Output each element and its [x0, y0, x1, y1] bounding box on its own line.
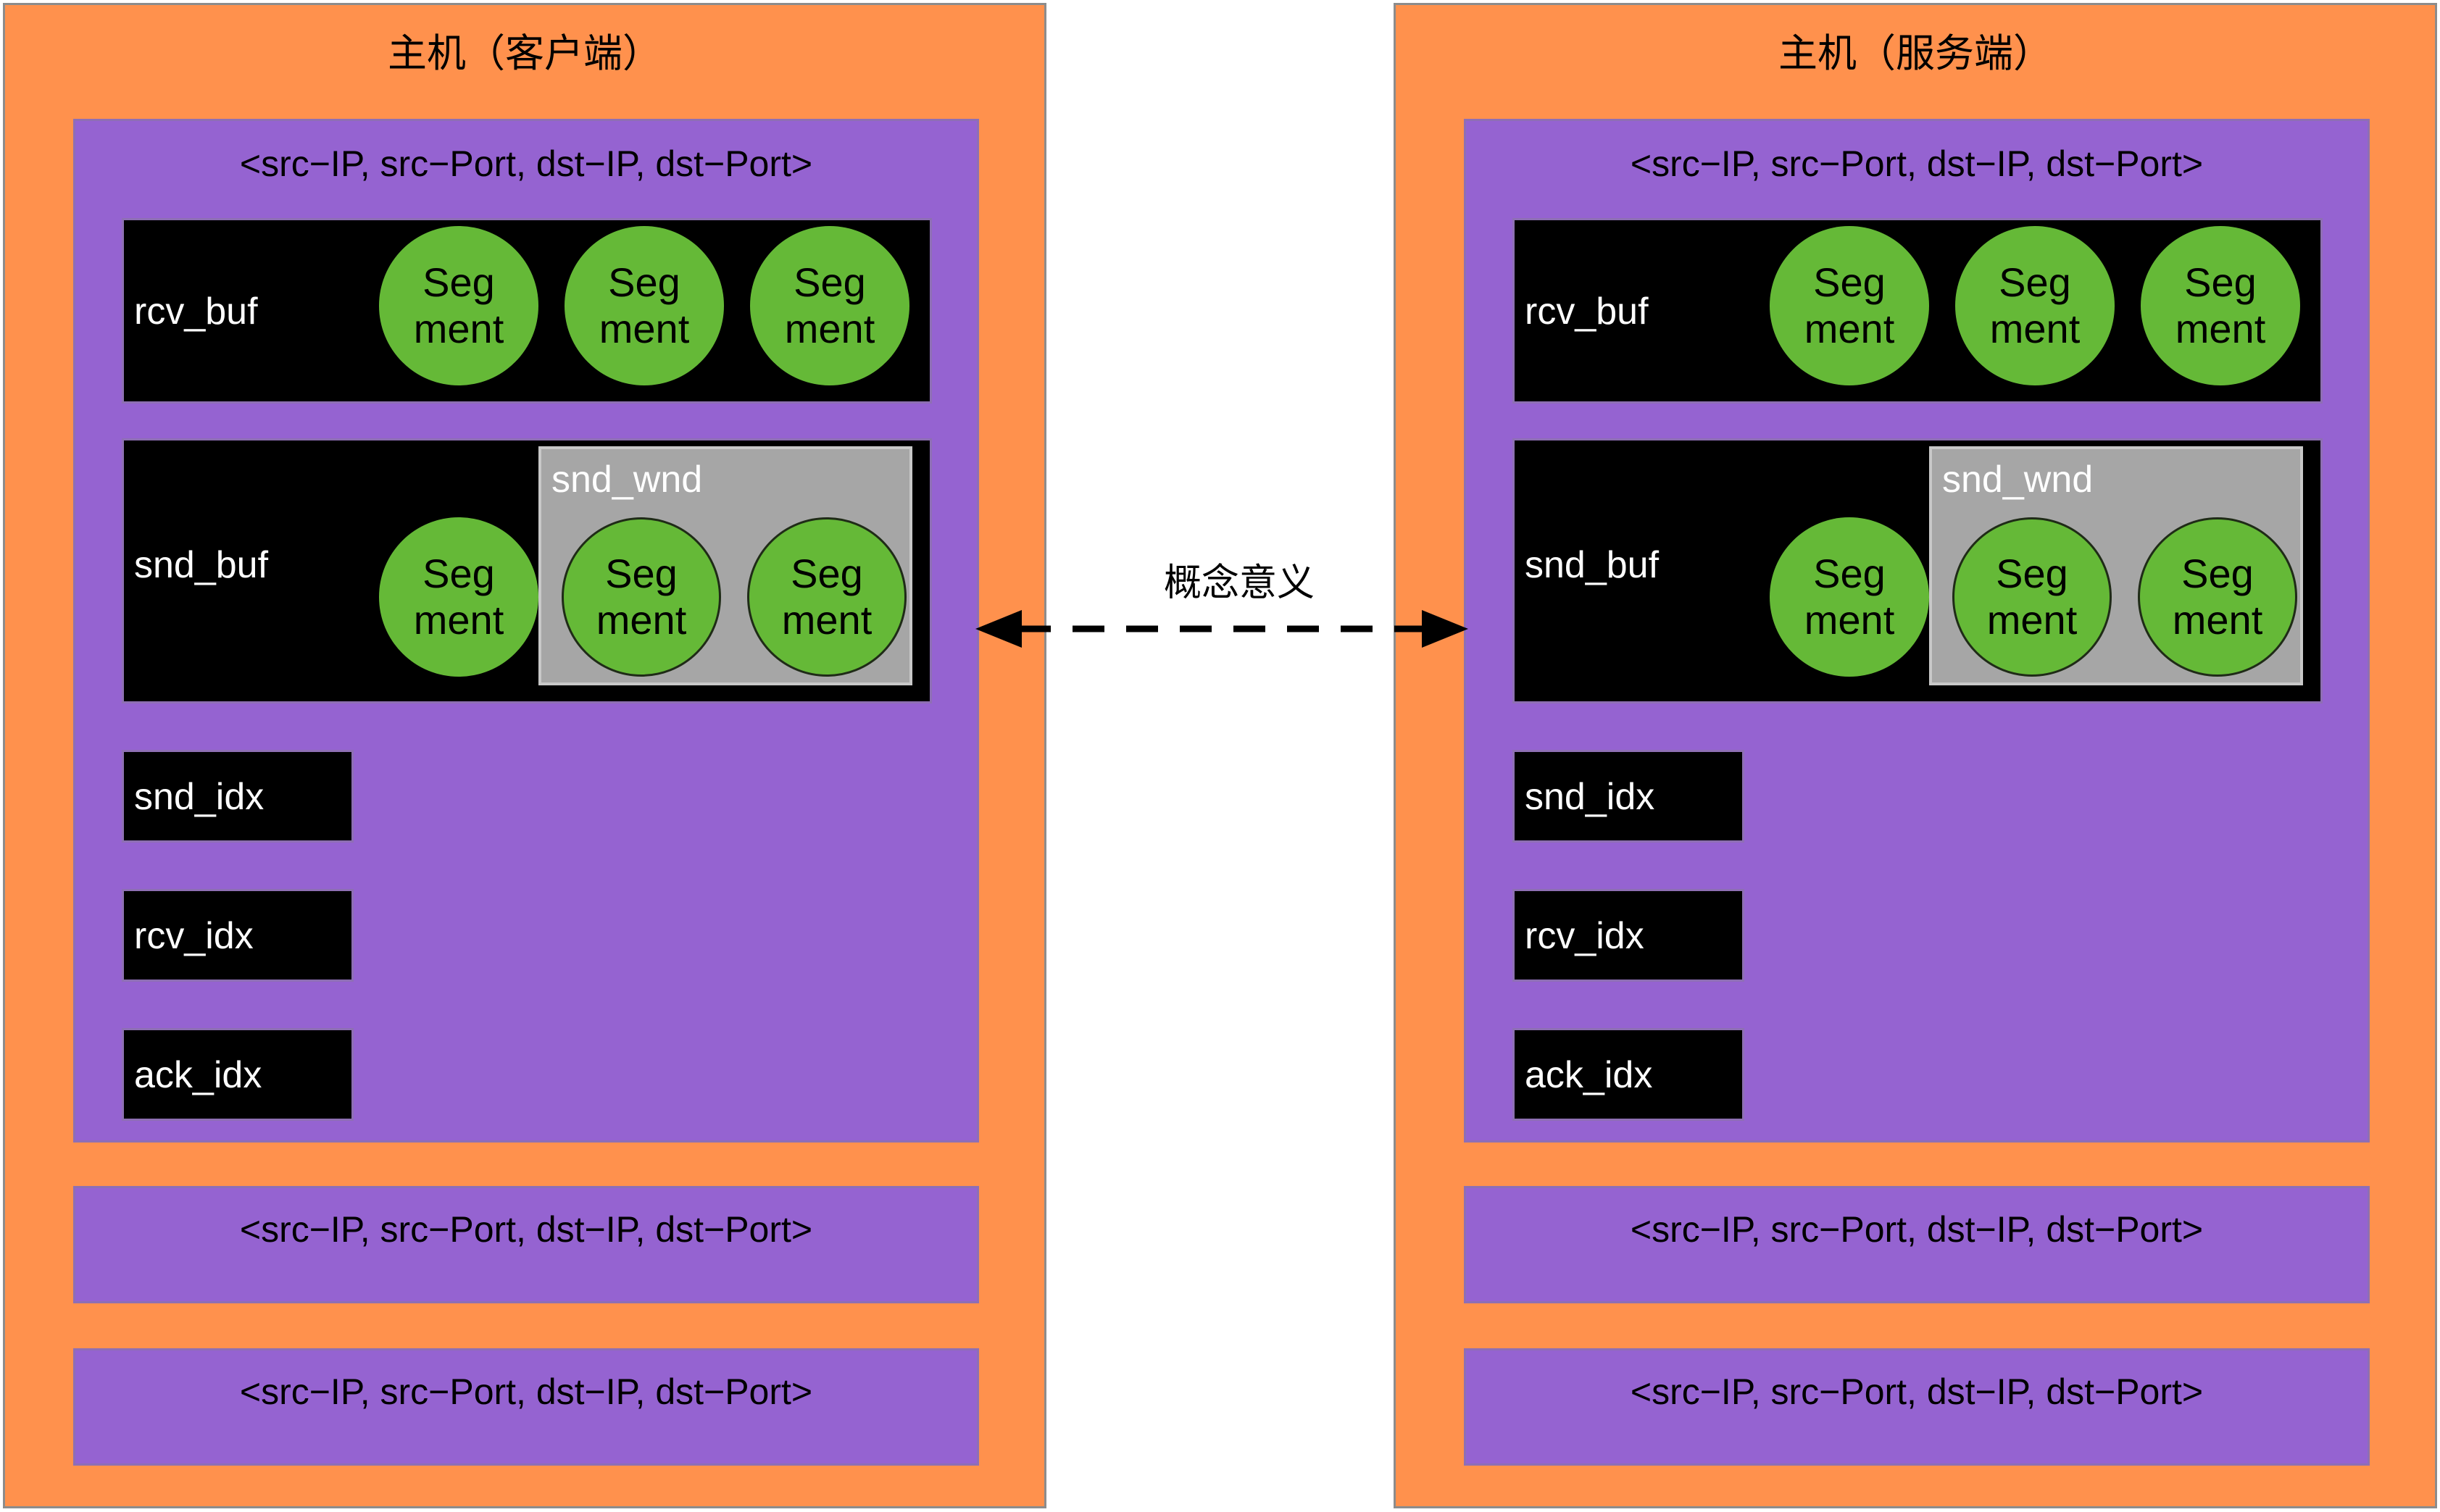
- ack-idx-label: ack_idx: [134, 1054, 262, 1096]
- rcv-buf-label: rcv_buf: [134, 291, 258, 333]
- connector-label: 概念意义: [1163, 561, 1315, 605]
- client-connection-3: <src−IP, src−Port, dst−IP, dst−Port>: [73, 1348, 979, 1466]
- connection-tuple: <src−IP, src−Port, dst−IP, dst−Port>: [239, 143, 813, 184]
- right-arrowhead-icon: [1422, 610, 1468, 648]
- connection-tuple: <src−IP, src−Port, dst−IP, dst−Port>: [1630, 1209, 2204, 1250]
- rcv-idx-label: rcv_idx: [134, 915, 254, 957]
- ack-idx-label: ack_idx: [1525, 1054, 1653, 1096]
- rcv-idx-label: rcv_idx: [1525, 915, 1644, 957]
- server-host-title: 主机（服务端）: [1778, 30, 2052, 76]
- server-connection: <src−IP, src−Port, dst−IP, dst−Port> rcv…: [1464, 119, 2370, 1143]
- client-host-title: 主机（客户端）: [388, 30, 662, 76]
- left-arrowhead-icon: [975, 610, 1022, 648]
- snd-buf-label: snd_buf: [1525, 544, 1660, 586]
- snd-idx-label: snd_idx: [1525, 776, 1655, 818]
- server-connection-2: <src−IP, src−Port, dst−IP, dst−Port>: [1464, 1186, 2370, 1303]
- snd-buf-label: snd_buf: [134, 544, 269, 586]
- connection-tuple: <src−IP, src−Port, dst−IP, dst−Port>: [1630, 1371, 2204, 1412]
- rcv-idx: rcv_idx: [122, 889, 354, 982]
- server-connection-3: <src−IP, src−Port, dst−IP, dst−Port>: [1464, 1348, 2370, 1466]
- rcv-buf-label: rcv_buf: [1525, 291, 1649, 333]
- rcv-idx: rcv_idx: [1512, 889, 1744, 982]
- client-connection-2: <src−IP, src−Port, dst−IP, dst−Port>: [73, 1186, 979, 1303]
- connection-tuple: <src−IP, src−Port, dst−IP, dst−Port>: [239, 1371, 813, 1412]
- ack-idx: ack_idx: [1512, 1028, 1744, 1121]
- snd-idx: snd_idx: [122, 750, 354, 843]
- connection-tuple: <src−IP, src−Port, dst−IP, dst−Port>: [239, 1209, 813, 1250]
- ack-idx: ack_idx: [122, 1028, 354, 1121]
- snd-wnd-label: snd_wnd: [1942, 459, 2094, 501]
- snd-idx: snd_idx: [1512, 750, 1744, 843]
- client-connection: <src−IP, src−Port, dst−IP, dst−Port> rcv…: [73, 119, 979, 1143]
- client-host: 主机（客户端） <src−IP, src−Port, dst−IP, dst−P…: [3, 3, 1046, 1508]
- snd-wnd-label: snd_wnd: [551, 459, 703, 501]
- snd-idx-label: snd_idx: [134, 776, 265, 818]
- connection-tuple: <src−IP, src−Port, dst−IP, dst−Port>: [1630, 143, 2204, 184]
- bidirectional-dashed-arrow: [975, 610, 1468, 648]
- server-host: 主机（服务端） <src−IP, src−Port, dst−IP, dst−P…: [1394, 3, 2437, 1508]
